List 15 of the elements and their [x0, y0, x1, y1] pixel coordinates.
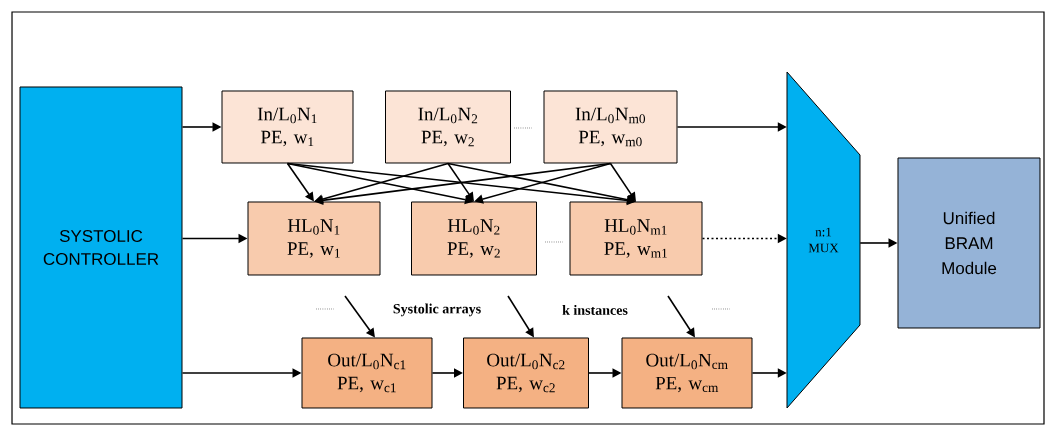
processing-element-box: HL$_{0}$N$_{2}$ PE, w$_{2}$ — [411, 201, 537, 276]
processing-element-box: HL$_{0}$N$_{1}$ PE, w$_{1}$ — [247, 201, 381, 276]
processing-element-box: Out/L$_{0}$N$_{c1}$ PE, w$_{c1}$ — [301, 337, 433, 409]
processing-element-box: Out/L$_{0}$N$_{c2}$ PE, w$_{c2}$ — [463, 337, 589, 409]
processing-element-box: In/L$_{0}$N$_{1}$ PE, w$_{1}$ — [221, 90, 354, 164]
processing-element-box: Out/L$_{0}$N$_{cm}$ PE, w$_{cm}$ — [621, 337, 753, 409]
annotation-text: k instances — [562, 305, 628, 315]
processing-element-box: In/L$_{0}$N$_{2}$ PE, w$_{2}$ — [385, 90, 511, 164]
multiplexer-trapezoid: n:1 MUX — [786, 71, 861, 409]
annotation-text: Systolic arrays — [393, 303, 481, 317]
memory-module-box: Unified BRAM Module — [897, 157, 1041, 329]
processing-element-box: In/L$_{0}$N$_{m0}$ PE, w$_{m0}$ — [543, 90, 678, 164]
arrow — [474, 162, 612, 204]
processing-element-box: HL$_{0}$N$_{m1}$ PE, w$_{m1}$ — [569, 201, 703, 276]
controller-block: SYSTOLIC CONTROLLER — [19, 86, 183, 409]
